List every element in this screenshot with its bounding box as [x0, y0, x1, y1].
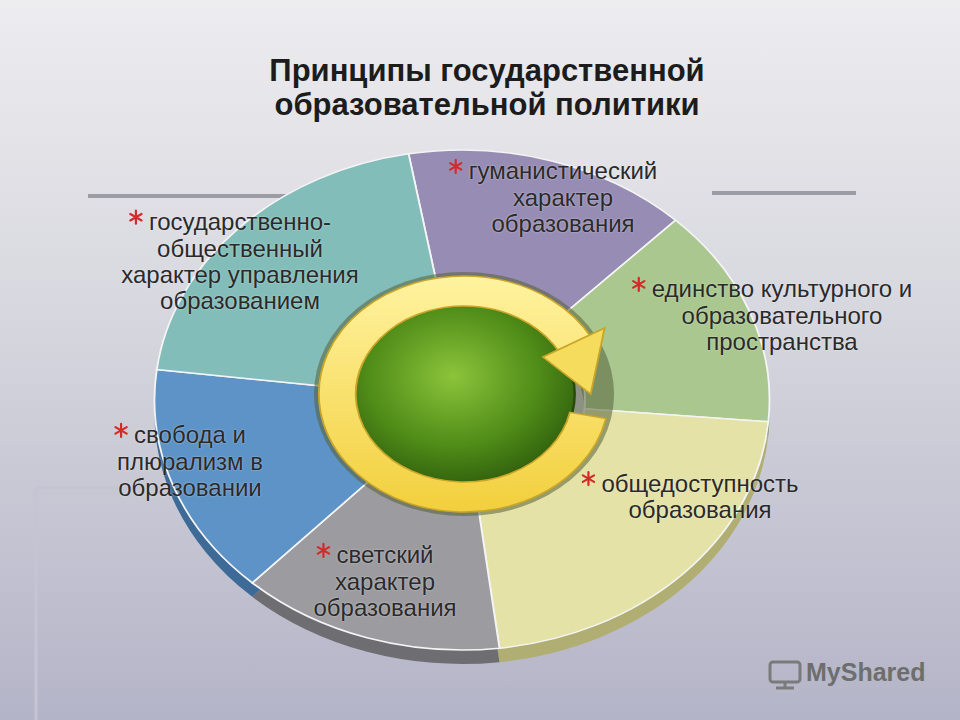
principle-segment: единство культурного и образовательного …: [648, 276, 916, 355]
watermark: MyShared: [806, 658, 925, 687]
asterisk-stroke: [455, 160, 457, 173]
watermark-icon: [770, 662, 800, 682]
center-shadow: [314, 272, 614, 516]
asterisk-bullet: [583, 472, 594, 485]
principle-text: единство культурного и образовательного …: [648, 276, 916, 355]
asterisk-stroke: [587, 472, 589, 485]
asterisk-stroke: [318, 547, 329, 554]
principle-segment: свобода и плюрализм в образовании: [110, 422, 270, 501]
center: [314, 272, 614, 516]
principle-segment: общедоступность образования: [585, 471, 815, 524]
asterisk-bullet: [318, 544, 329, 557]
cycle-arrow-head: [543, 328, 605, 394]
asterisk-stroke: [318, 547, 329, 554]
cycle-arrow: [319, 276, 606, 512]
principle-text: свобода и плюрализм в образовании: [110, 422, 270, 501]
asterisk-stroke: [135, 211, 137, 224]
principle-segment: светский характер образования: [290, 542, 480, 621]
title: Принципы государственной образовательной…: [217, 54, 757, 122]
principle-text: гуманистический характер образования: [453, 158, 673, 237]
asterisk-stroke: [583, 475, 594, 482]
asterisk-stroke: [130, 214, 141, 221]
asterisk-stroke: [322, 544, 324, 557]
watermark-icon: [784, 682, 787, 688]
principle-text: светский характер образования: [290, 542, 480, 621]
principle-segment: государственно- общественный характер уп…: [112, 209, 368, 315]
watermark-icon: [770, 662, 800, 688]
principle-text: государственно- общественный характер уп…: [112, 209, 368, 315]
asterisk-stroke: [633, 281, 644, 288]
principle-segment: гуманистический характер образования: [453, 158, 673, 237]
asterisk-bullet: [633, 278, 644, 291]
asterisk-stroke: [633, 281, 644, 288]
asterisk-stroke: [130, 214, 141, 221]
asterisk-bullet: [115, 424, 126, 437]
asterisk-stroke: [583, 475, 594, 482]
principle-text: общедоступность образования: [585, 471, 815, 524]
decor-line: [712, 191, 856, 195]
asterisk-bullet: [450, 160, 461, 173]
asterisk-stroke: [450, 163, 461, 170]
asterisk-stroke: [115, 427, 126, 434]
decor-line: [35, 488, 38, 720]
asterisk-stroke: [115, 427, 126, 434]
asterisk-bullet: [130, 211, 141, 224]
asterisk-stroke: [450, 163, 461, 170]
asterisk-stroke: [120, 424, 122, 437]
asterisk-stroke: [638, 278, 640, 291]
